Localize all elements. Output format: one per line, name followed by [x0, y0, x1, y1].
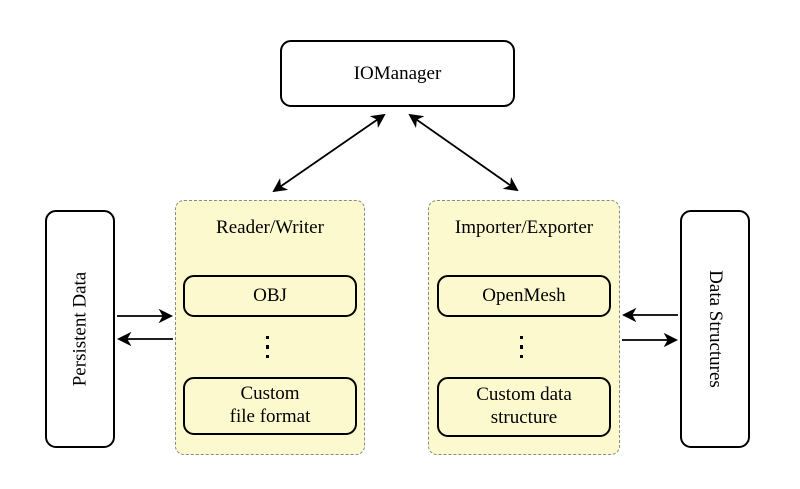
node-custom-data-structure-label: Custom data structure	[476, 384, 572, 428]
node-data-structures: Data Structures	[680, 210, 750, 448]
node-iomanager-label: IOManager	[353, 62, 442, 84]
reader-writer-ellipsis	[266, 336, 270, 359]
group-reader-writer: Reader/Writer	[175, 200, 365, 455]
node-custom-data-structure: Custom data structure	[437, 377, 611, 437]
importer-exporter-ellipsis	[520, 336, 524, 359]
node-persistent-data-label: Persistent Data	[69, 271, 91, 387]
node-obj: OBJ	[183, 275, 357, 317]
node-data-structures-label: Data Structures	[705, 270, 726, 388]
node-custom-file-format-label: Custom file format	[229, 383, 311, 427]
group-importer-exporter: Importer/Exporter	[428, 200, 620, 455]
node-openmesh: OpenMesh	[437, 275, 611, 317]
group-reader-writer-title: Reader/Writer	[216, 217, 324, 238]
arrow-iomanager-readerwriter	[272, 113, 386, 193]
node-iomanager: IOManager	[280, 40, 515, 107]
node-openmesh-label: OpenMesh	[482, 284, 566, 306]
node-obj-label: OBJ	[253, 284, 287, 306]
node-custom-file-format: Custom file format	[183, 377, 357, 435]
node-persistent-data: Persistent Data	[45, 210, 115, 448]
arrow-iomanager-importerexporter	[408, 113, 519, 192]
group-importer-exporter-title: Importer/Exporter	[454, 217, 594, 238]
